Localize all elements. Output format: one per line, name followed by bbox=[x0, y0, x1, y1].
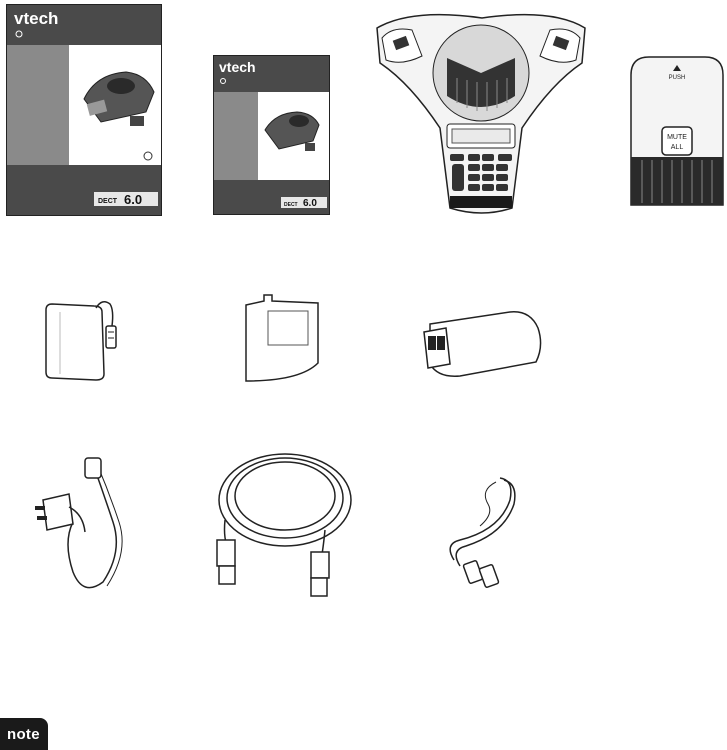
battery-pack bbox=[38, 298, 122, 384]
power-adapter bbox=[33, 452, 143, 600]
mute-label-line2: ALL bbox=[671, 144, 684, 151]
conference-phone-console bbox=[372, 8, 590, 216]
line-adapter bbox=[420, 304, 550, 380]
guide-dect-version: 6.0 bbox=[303, 198, 317, 209]
guide-dect-label: DECT bbox=[284, 202, 298, 208]
user-manual-large: vtech DECT 6.0 bbox=[6, 4, 162, 216]
quick-start-guide: vtech DECT 6.0 bbox=[213, 55, 330, 215]
push-label: PUSH bbox=[669, 75, 686, 81]
note-badge: note bbox=[0, 718, 48, 750]
dect-label: DECT bbox=[98, 198, 118, 205]
wireless-mic-unit: PUSH MUTE ALL bbox=[627, 55, 727, 210]
telephone-line-cord bbox=[440, 470, 524, 594]
ethernet-cable bbox=[205, 440, 365, 606]
note-label: note bbox=[7, 726, 40, 743]
battery-cover bbox=[240, 293, 330, 385]
mute-label-line1: MUTE bbox=[667, 134, 687, 141]
dect-version: 6.0 bbox=[124, 192, 142, 207]
guide-brand-logo: vtech bbox=[219, 59, 256, 75]
manual-brand-logo: vtech bbox=[14, 9, 58, 28]
